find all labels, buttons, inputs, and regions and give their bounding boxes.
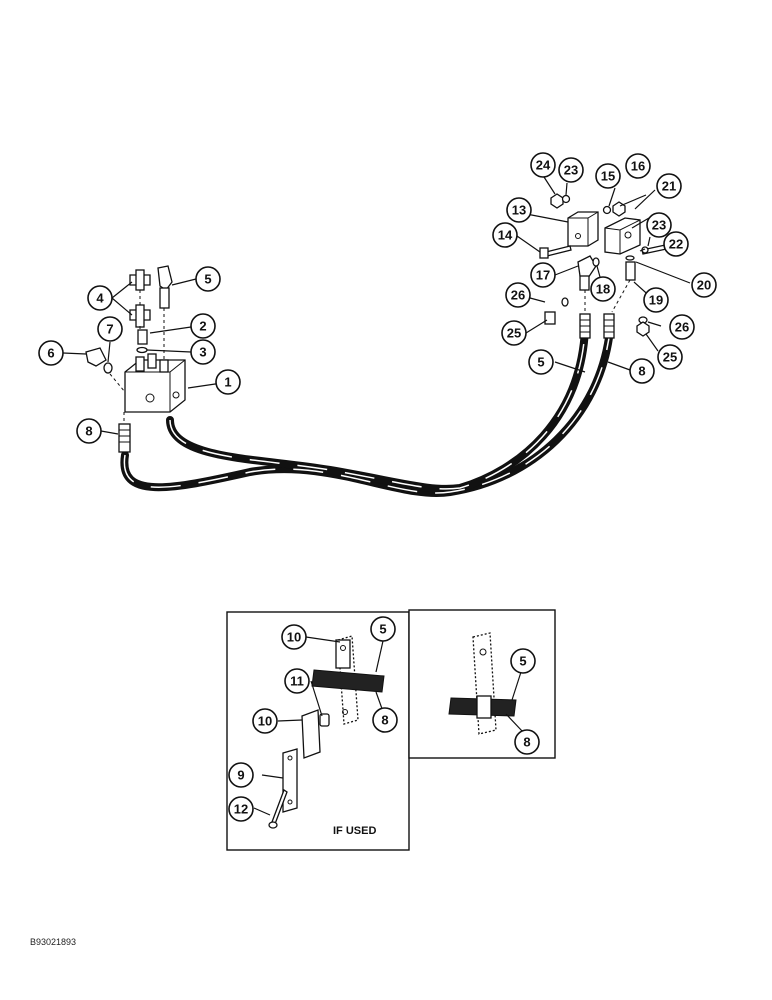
callout-13: 13	[506, 197, 532, 223]
callout-5-inset: 5	[370, 616, 396, 642]
svg-text:8: 8	[638, 364, 645, 379]
callout-8-inset2: 8	[514, 729, 540, 755]
svg-text:5: 5	[204, 272, 211, 287]
callout-2: 2	[190, 313, 216, 339]
svg-text:12: 12	[234, 802, 248, 817]
callout-10b: 10	[252, 708, 278, 734]
callout-21: 21	[656, 173, 682, 199]
callout-9: 9	[228, 762, 254, 788]
callout-5: 5	[195, 266, 221, 292]
callout-12: 12	[228, 796, 254, 822]
callout-17: 17	[530, 262, 556, 288]
svg-text:10: 10	[287, 630, 301, 645]
callout-26b: 26	[669, 314, 695, 340]
callout-23b: 23	[646, 212, 672, 238]
svg-text:9: 9	[237, 768, 244, 783]
callout-25b: 25	[657, 344, 683, 370]
svg-text:6: 6	[47, 346, 54, 361]
callout-3: 3	[190, 339, 216, 365]
svg-text:4: 4	[96, 291, 104, 306]
callout-26: 26	[505, 282, 531, 308]
svg-text:25: 25	[663, 350, 677, 365]
svg-text:5: 5	[379, 622, 386, 637]
callout-7: 7	[97, 316, 123, 342]
svg-text:21: 21	[662, 179, 676, 194]
svg-text:25: 25	[507, 326, 521, 341]
leader-lines	[62, 176, 691, 435]
callout-25: 25	[501, 320, 527, 346]
svg-text:5: 5	[519, 654, 526, 669]
svg-text:23: 23	[564, 163, 578, 178]
svg-text:26: 26	[511, 288, 525, 303]
bracket-assembly	[539, 193, 672, 339]
svg-text:24: 24	[536, 158, 551, 173]
valve-assembly	[85, 265, 186, 453]
callout-24: 24	[530, 152, 556, 178]
svg-text:20: 20	[697, 278, 711, 293]
callout-20: 20	[691, 272, 717, 298]
svg-text:17: 17	[536, 268, 550, 283]
callout-19: 19	[643, 287, 669, 313]
svg-text:22: 22	[669, 237, 683, 252]
callout-8-inset: 8	[372, 707, 398, 733]
callout-16: 16	[625, 153, 651, 179]
callout-10: 10	[281, 624, 307, 650]
svg-text:26: 26	[675, 320, 689, 335]
callout-11: 11	[284, 668, 310, 694]
callout-14: 14	[492, 222, 518, 248]
svg-text:14: 14	[498, 228, 513, 243]
callout-4: 4	[87, 285, 113, 311]
callout-15: 15	[595, 163, 621, 189]
svg-text:5: 5	[537, 355, 544, 370]
svg-text:1: 1	[224, 375, 231, 390]
callout-1: 1	[215, 369, 241, 395]
callout-5-inset2: 5	[510, 648, 536, 674]
callout-23: 23	[558, 157, 584, 183]
svg-text:8: 8	[523, 735, 530, 750]
svg-text:16: 16	[631, 159, 645, 174]
svg-text:18: 18	[596, 282, 610, 297]
inset-note: IF USED	[333, 825, 376, 837]
svg-text:7: 7	[106, 322, 113, 337]
svg-text:11: 11	[290, 674, 304, 689]
svg-text:8: 8	[85, 424, 92, 439]
svg-text:2: 2	[199, 319, 206, 334]
callout-6: 6	[38, 340, 64, 366]
svg-text:10: 10	[258, 714, 272, 729]
hose-assembly	[120, 326, 614, 497]
bracket	[567, 211, 599, 247]
svg-text:19: 19	[649, 293, 663, 308]
callout-22: 22	[663, 231, 689, 257]
svg-text:23: 23	[652, 218, 666, 233]
svg-text:8: 8	[381, 713, 388, 728]
svg-text:13: 13	[512, 203, 526, 218]
callout-8: 8	[76, 418, 102, 444]
document-code: B93021893	[30, 937, 76, 947]
svg-text:15: 15	[601, 169, 615, 184]
callout-8b: 8	[629, 358, 655, 384]
callout-18: 18	[590, 276, 616, 302]
callout-5b: 5	[528, 349, 554, 375]
svg-text:3: 3	[199, 345, 206, 360]
